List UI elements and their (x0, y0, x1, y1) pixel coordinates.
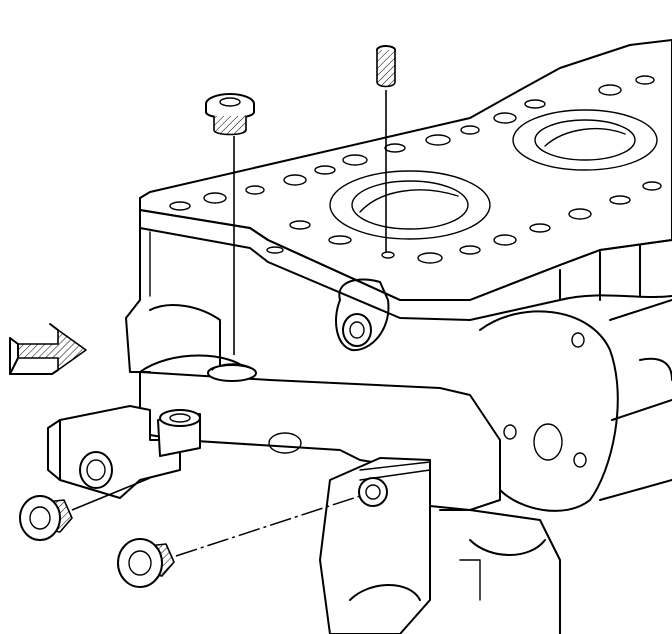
dowel-pin-body (376, 50, 396, 88)
front-gallery-hole (79, 451, 113, 489)
lower-column (319, 457, 431, 634)
bore-1-chamfer (359, 189, 459, 213)
block-right-lines (599, 299, 672, 501)
block-right-lobe (639, 357, 672, 381)
deck-front-edge (139, 209, 672, 301)
lower-gallery-hole (358, 477, 388, 507)
hex-socket-icon (219, 97, 241, 107)
small-port (268, 432, 302, 454)
lower-skirt (439, 509, 561, 634)
hex-socket-icon (128, 550, 152, 576)
cylinder-bore-2 (512, 109, 658, 171)
plug-thread (213, 116, 247, 136)
housing-bolt-1 (571, 332, 585, 348)
sensor-boss-top (159, 409, 201, 427)
cylinder-bore-2-inner (534, 119, 636, 161)
cylinder-bore-1 (329, 170, 491, 240)
dowel-pin (376, 45, 396, 252)
block-left-boss (149, 304, 221, 373)
housing-bore (533, 423, 563, 461)
center-boss (335, 278, 390, 352)
leader-line-plug-lower-left (71, 477, 151, 511)
oil-gallery-port-top (207, 364, 257, 382)
cylinder-block (47, 39, 672, 634)
plug-head (117, 538, 163, 588)
bearing-cap-housing (479, 310, 619, 512)
hex-socket-icon (29, 506, 51, 530)
center-boss-hole (342, 313, 372, 347)
deck-holes (169, 75, 662, 264)
plug-head (19, 495, 61, 541)
bore-2-chamfer (544, 128, 626, 147)
oil-gallery-plug-lower-left (19, 477, 151, 541)
housing-bolt-2 (573, 452, 587, 468)
oil-gallery-plug-top (205, 93, 255, 355)
oil-gallery-plug-lower-center (117, 495, 361, 588)
cylinder-bore-1-inner (351, 180, 469, 230)
main-bearing-saddle (349, 584, 421, 601)
block-right-upper-edge (469, 294, 672, 321)
block-left-side (125, 227, 151, 373)
front-direction-arrow-icon (9, 323, 87, 375)
block-right-ribs (559, 245, 641, 301)
deck-lower-edge (139, 197, 471, 321)
housing-bolt-3 (503, 424, 517, 440)
